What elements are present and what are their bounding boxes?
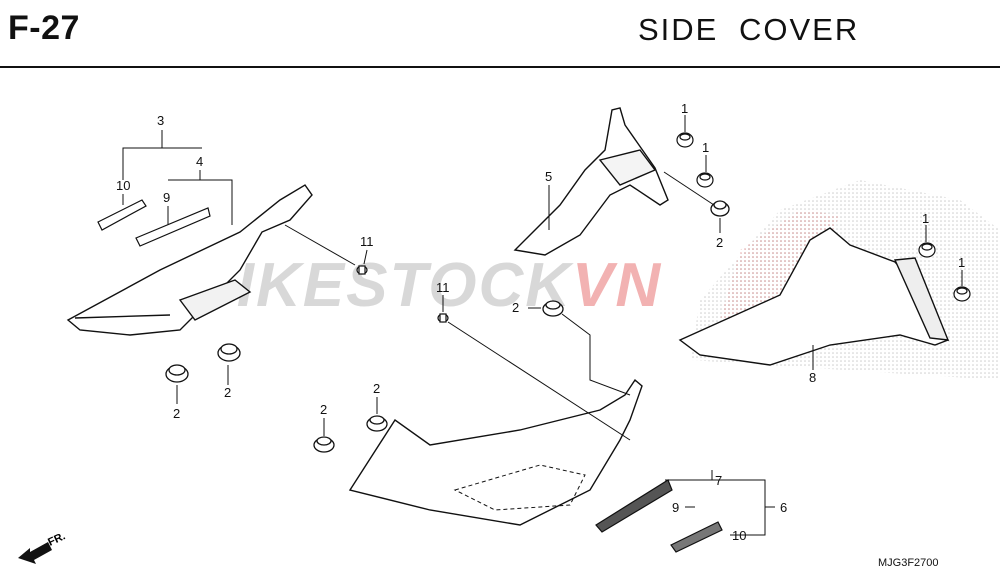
front-direction-arrow: FR. xyxy=(18,530,67,564)
callout-7: 7 xyxy=(715,473,722,488)
grommet-2-left-b xyxy=(165,364,189,383)
screw-11-a xyxy=(356,265,368,275)
callout-6: 6 xyxy=(780,500,787,515)
callout-8: 8 xyxy=(809,370,816,385)
grommet-2-center-c xyxy=(542,300,564,317)
direction-label: FR. xyxy=(46,530,67,548)
arrow-icon xyxy=(18,542,52,564)
parts-diagram: 3 4 10 9 2 2 11 11 2 5 1 1 2 1 1 8 2 2 7… xyxy=(18,101,1000,564)
leader-lines xyxy=(122,115,963,536)
callout-1-b: 1 xyxy=(702,140,709,155)
header: F-27 SIDE COVER xyxy=(0,0,1000,68)
cushion-1-a xyxy=(676,132,694,148)
callout-labels: 3 4 10 9 2 2 11 11 2 5 1 1 2 1 1 8 2 2 7… xyxy=(116,101,965,543)
callout-2-center-a: 2 xyxy=(320,402,327,417)
callout-11-b: 11 xyxy=(436,280,450,295)
callout-2-center-b: 2 xyxy=(373,381,380,396)
callout-1-d: 1 xyxy=(958,255,965,270)
lower-cover-7 xyxy=(348,378,643,526)
grommet-2-center-b xyxy=(366,415,388,432)
emblem-9-center xyxy=(595,479,673,533)
left-emblem-10 xyxy=(97,199,147,231)
callout-11-a: 11 xyxy=(360,234,374,249)
callout-10-left: 10 xyxy=(116,178,130,193)
watermark-main: BIKESTOCK xyxy=(190,251,573,320)
cushion-1-d xyxy=(953,286,971,302)
left-side-cover xyxy=(66,184,313,336)
callout-4: 4 xyxy=(196,154,203,169)
callout-9-center: 9 xyxy=(672,500,679,515)
grommet-2-center-a xyxy=(313,436,335,453)
watermark-accent: VN xyxy=(572,251,663,320)
callout-2-center-c: 2 xyxy=(512,300,519,315)
callout-2-left-a: 2 xyxy=(224,385,231,400)
watermark: BIKESTOCKVN xyxy=(190,250,662,321)
header-divider xyxy=(0,66,1000,68)
callout-1-a: 1 xyxy=(681,101,688,116)
grommet-2-left-a xyxy=(217,343,241,362)
cushion-1-c xyxy=(918,242,936,258)
left-emblem-9 xyxy=(135,207,211,247)
page-title: SIDE COVER xyxy=(638,12,860,47)
callout-1-c: 1 xyxy=(922,211,929,226)
logo-pattern-red xyxy=(720,210,840,320)
callout-2-right: 2 xyxy=(716,235,723,250)
screw-11-b xyxy=(437,313,449,323)
emblem-10-center xyxy=(670,521,723,553)
callout-2-left-b: 2 xyxy=(173,406,180,421)
cushion-1-b xyxy=(696,172,714,188)
inner-cover-5 xyxy=(513,107,669,256)
drawing-code: MJG3F2700 xyxy=(878,557,939,569)
callout-5: 5 xyxy=(545,169,552,184)
callout-9-left: 9 xyxy=(163,190,170,205)
right-side-cover-8 xyxy=(678,227,950,366)
grommet-2-right xyxy=(710,200,730,217)
callout-10-center: 10 xyxy=(732,528,746,543)
callout-3: 3 xyxy=(157,113,164,128)
page-code: F-27 xyxy=(8,9,80,47)
